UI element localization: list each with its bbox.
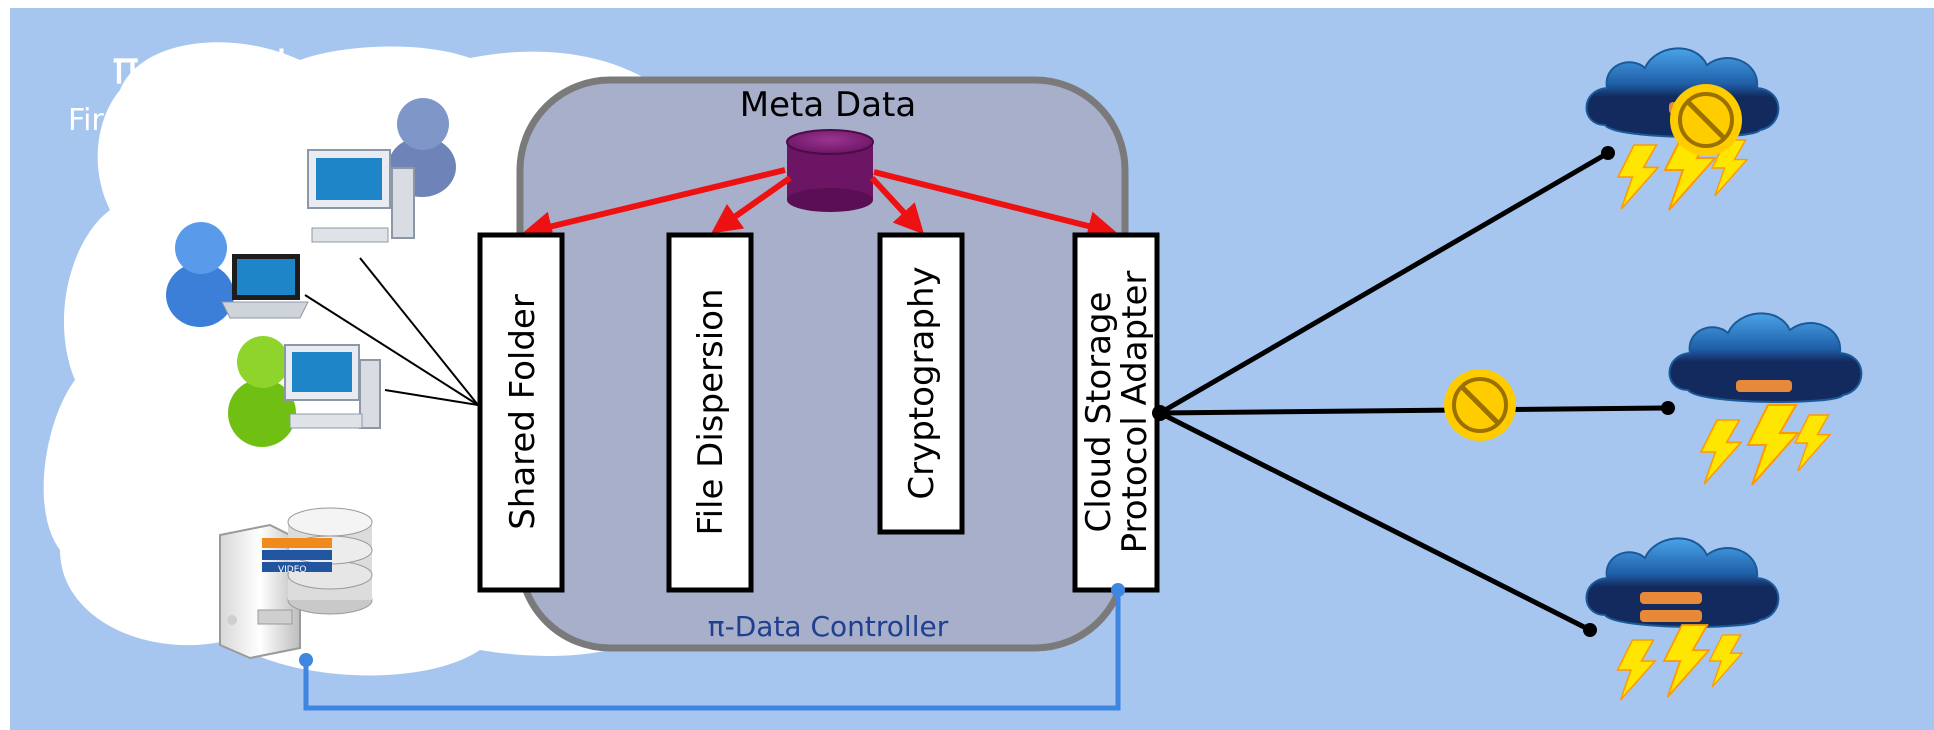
cloud-dot-middle	[1661, 401, 1675, 415]
prohibited-icon-top	[1670, 84, 1742, 156]
module-cloud-storage-adapter[interactable]: Cloud Storage Protocol Adapter	[1072, 232, 1160, 593]
meta-data-label: Meta Data	[740, 85, 916, 125]
storm-cloud-icon-bottom[interactable]	[1585, 537, 1780, 701]
intranet-title: π-Cloud =	[112, 41, 341, 95]
laptop-icon[interactable]	[221, 254, 309, 319]
arrow-to-cloud-adapter	[873, 169, 1118, 241]
module-label: Cryptography	[902, 266, 942, 499]
module-label-line-1: Cloud Storage	[1079, 292, 1119, 533]
user-green-icon[interactable]	[228, 336, 296, 447]
user-blue-icon[interactable]	[166, 222, 234, 327]
link-dot-server	[299, 653, 313, 667]
meta-arrows	[522, 167, 1118, 241]
cloud-dot-top	[1601, 146, 1615, 160]
cloud-dot-bottom	[1583, 623, 1597, 637]
user-connection-lines	[304, 257, 479, 406]
video-label: VIDEO	[278, 565, 307, 575]
controller-label: π-Data Controller	[708, 610, 949, 643]
adapter-server-link	[303, 590, 1121, 711]
module-label: File Dispersion	[691, 288, 731, 535]
meta-database-icon[interactable]	[786, 129, 874, 212]
adapter-hub-dot	[1152, 405, 1168, 421]
prohibited-icon-middle	[1444, 369, 1516, 441]
module-label: Shared Folder	[503, 294, 543, 530]
arrow-to-cryptography	[869, 175, 925, 235]
intranet-subtitle: Firmen Intranet	[68, 103, 299, 138]
module-cryptography[interactable]: Cryptography	[877, 232, 965, 535]
module-label-line-2: Protocol Adapter	[1115, 271, 1155, 554]
computer-icon[interactable]	[307, 149, 415, 243]
storm-cloud-icon-middle[interactable]	[1668, 312, 1863, 486]
arrow-to-file-dispersion	[711, 175, 792, 234]
arrow-to-shared-folder	[522, 167, 786, 241]
module-file-dispersion[interactable]: File Dispersion	[666, 232, 754, 593]
cloud-connection-lines	[1158, 150, 1669, 633]
database-icon[interactable]: VIDEO	[262, 507, 373, 615]
link-dot-adapter	[1111, 583, 1125, 597]
module-shared-folder[interactable]: Shared Folder	[477, 232, 565, 593]
computer-icon-2[interactable]	[284, 344, 381, 429]
